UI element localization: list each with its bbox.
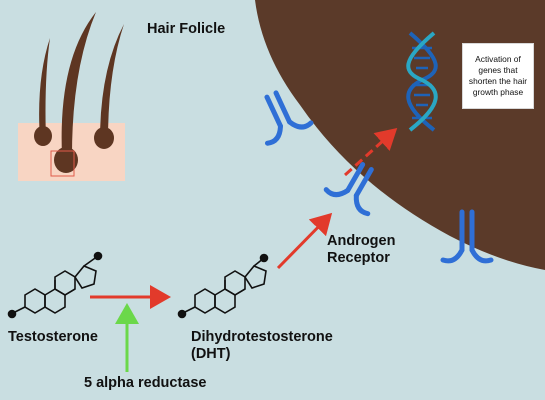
gene-activation-text: Activation of genes that shorten the hai… [468, 54, 528, 97]
hair-strand-middle [61, 12, 96, 155]
highlight-box [50, 150, 75, 177]
dht-label: Dihydrotestosterone (DHT) [191, 329, 333, 362]
binding-arrow [276, 212, 333, 270]
hair-bulb-middle [54, 147, 78, 173]
hair-strand-left [39, 38, 50, 140]
cell-body [255, 0, 545, 270]
androgen-receptor-label: Androgen Receptor [327, 233, 396, 266]
hair-follicle-illustration [18, 12, 125, 181]
activation-arrow [343, 127, 398, 177]
receptor-icon-bottom [440, 209, 494, 264]
enzyme-label: 5 alpha reductase [84, 375, 207, 391]
gene-activation-box: Activation of genes that shorten the hai… [462, 43, 534, 109]
hair-strand-right [100, 24, 124, 140]
hair-bulb-left [34, 126, 52, 146]
testosterone-label: Testosterone [8, 329, 98, 345]
testosterone-molecule-icon [7, 251, 103, 319]
follicle-title: Hair Folicle [147, 21, 226, 37]
dna-helix-icon [406, 31, 438, 132]
receptor-icon-top [264, 90, 314, 146]
hair-bulb-right [94, 127, 114, 149]
receptor-icon-middle [323, 162, 374, 217]
dht-molecule-icon [177, 253, 269, 319]
